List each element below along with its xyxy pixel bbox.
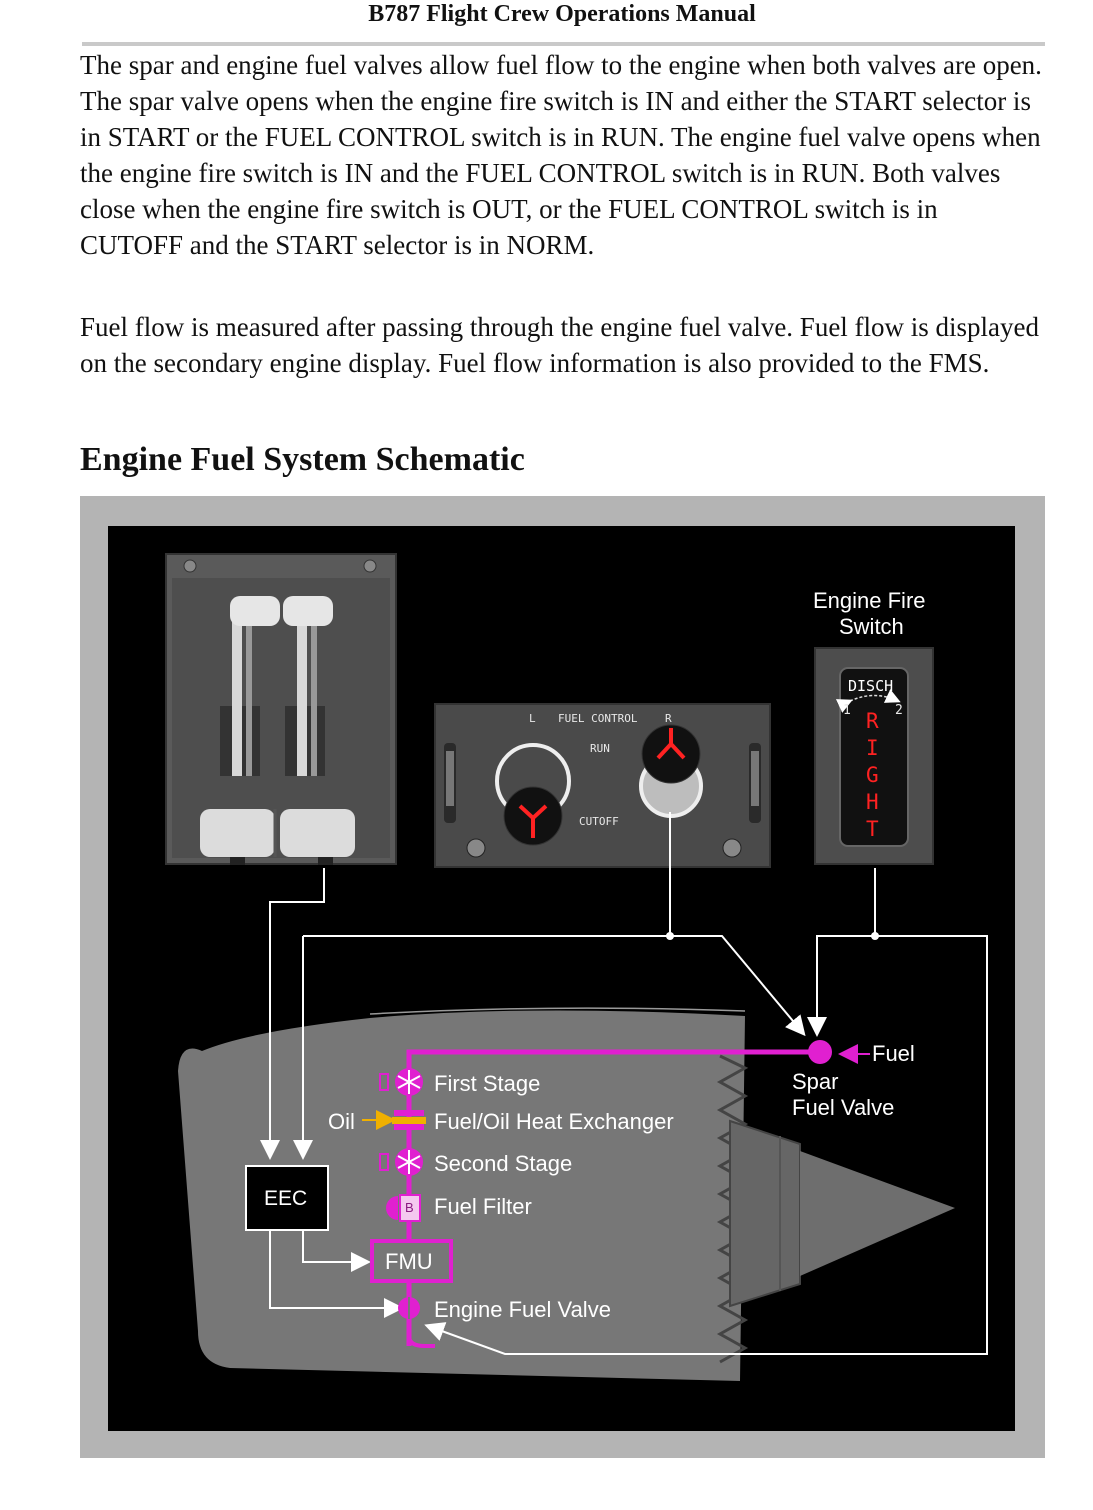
first-stage-label: First Stage bbox=[434, 1071, 541, 1096]
second-stage-label: Second Stage bbox=[434, 1151, 573, 1176]
fuel-inlet-label: Fuel bbox=[872, 1041, 915, 1066]
fuel-filter-badge: B bbox=[405, 1200, 414, 1215]
spar-valve-label-line1: Spar bbox=[792, 1069, 839, 1094]
disch-1-label: 1 bbox=[843, 703, 851, 718]
reverse-lever-right bbox=[283, 596, 333, 626]
thrust-lever-left bbox=[200, 809, 275, 857]
reverse-lever-left bbox=[230, 596, 280, 626]
engine-fuel-schematic: Engine Fire Switch DISCH 1 2 R I G H T L… bbox=[80, 496, 1045, 1458]
disch-label: DISCH bbox=[848, 677, 894, 695]
fire-switch-title-line2: Switch bbox=[839, 614, 904, 639]
fire-switch-letter-t: T bbox=[866, 817, 879, 841]
fmu-label: FMU bbox=[385, 1249, 433, 1274]
disch-2-label: 2 bbox=[895, 703, 903, 718]
run-position-label: RUN bbox=[590, 742, 610, 755]
body-paragraph-fuel-flow: Fuel flow is measured after passing thro… bbox=[80, 312, 1040, 378]
fuel-filter-symbol bbox=[386, 1196, 398, 1220]
fuel-filter-label: Fuel Filter bbox=[434, 1194, 532, 1219]
spar-valve-symbol bbox=[808, 1040, 832, 1064]
fire-switch-letter-i: I bbox=[866, 736, 879, 760]
body-paragraph-valves: The spar and engine fuel valves allow fu… bbox=[80, 50, 1042, 260]
section-heading: Engine Fuel System Schematic bbox=[80, 441, 525, 478]
fire-switch-letter-h: H bbox=[866, 790, 879, 814]
schematic-graphic bbox=[80, 496, 1045, 1458]
header-rule bbox=[82, 42, 1045, 46]
heat-exchanger-oil-path bbox=[392, 1117, 426, 1124]
turbine-section bbox=[729, 1119, 801, 1308]
thrust-lever-right bbox=[280, 809, 355, 857]
fuel-switch-right-knob bbox=[641, 724, 701, 784]
fire-switch-title-line1: Engine Fire bbox=[813, 588, 926, 613]
manual-header-title: B787 Flight Crew Operations Manual bbox=[368, 1, 756, 27]
fmu-box bbox=[370, 1239, 453, 1283]
fire-switch-letter-r: R bbox=[866, 709, 879, 733]
eec-label: EEC bbox=[264, 1187, 308, 1210]
heat-exchanger-label: Fuel/Oil Heat Exchanger bbox=[434, 1109, 674, 1134]
engine-fuel-valve-label: Engine Fuel Valve bbox=[434, 1297, 611, 1322]
engine-nacelle bbox=[178, 1010, 745, 1381]
oil-label: Oil bbox=[328, 1109, 355, 1134]
cutoff-position-label: CUTOFF bbox=[579, 815, 619, 828]
exhaust-cone bbox=[800, 1151, 955, 1276]
spar-valve-label-line2: Fuel Valve bbox=[792, 1095, 895, 1120]
fuel-control-title: FUEL CONTROL bbox=[558, 712, 638, 725]
fuel-control-panel bbox=[434, 703, 771, 868]
fuel-control-right-label: R bbox=[665, 712, 672, 725]
fuel-control-left-label: L bbox=[529, 712, 536, 725]
eec-box bbox=[245, 1165, 329, 1231]
fire-switch-letter-g: G bbox=[866, 763, 879, 787]
